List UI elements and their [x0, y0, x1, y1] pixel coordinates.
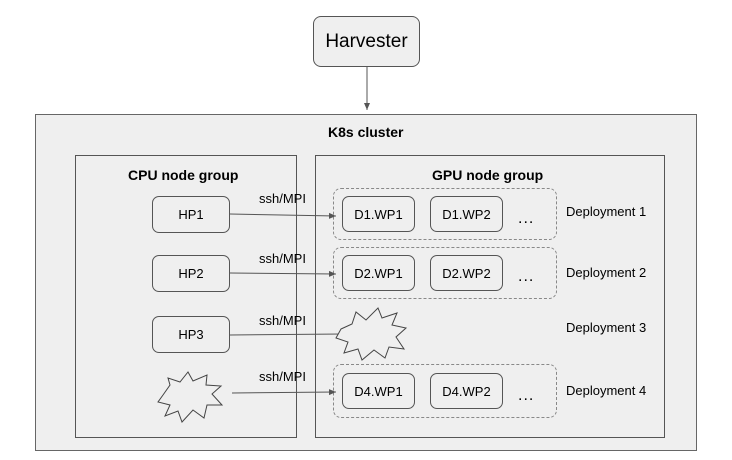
- ssh-mpi-label-4: ssh/MPI: [259, 369, 306, 384]
- ssh-mpi-connector-4: [231, 389, 337, 396]
- ssh-mpi-label-2: ssh/MPI: [259, 251, 306, 266]
- deployment-4-label: Deployment 4: [566, 383, 647, 398]
- hp-node-label: HP3: [178, 327, 204, 342]
- ssh-mpi-label-3: ssh/MPI: [259, 313, 306, 328]
- hp-node-1: HP1: [152, 196, 230, 233]
- hp-node-2: HP2: [152, 255, 230, 292]
- more-pods-ellipsis: ...: [518, 210, 535, 227]
- deployment-3-label: Deployment 3: [566, 320, 647, 335]
- cluster-title: K8s cluster: [328, 124, 404, 140]
- worker-pod-label: D4.WP1: [354, 383, 403, 399]
- crash-burst-icon: [335, 307, 408, 361]
- worker-pod-d1-wp2: D1.WP2: [430, 196, 503, 232]
- deployment-2-label: Deployment 2: [566, 265, 647, 280]
- worker-pod-label: D2.WP2: [442, 265, 491, 281]
- worker-pod-d4-wp2: D4.WP2: [430, 373, 503, 409]
- worker-pod-label: D1.WP1: [354, 206, 403, 222]
- worker-pod-d2-wp2: D2.WP2: [430, 255, 503, 291]
- worker-pod-label: D2.WP1: [354, 265, 403, 281]
- gpu-group-title: GPU node group: [432, 167, 544, 183]
- ssh-mpi-connector-3: [229, 333, 344, 336]
- more-pods-ellipsis: ...: [518, 387, 535, 404]
- more-pods-ellipsis: ...: [518, 268, 535, 285]
- worker-pod-d4-wp1: D4.WP1: [342, 373, 415, 409]
- deployment-1-label: Deployment 1: [566, 204, 647, 219]
- ssh-mpi-connector-1: [229, 212, 337, 219]
- worker-pod-d2-wp1: D2.WP1: [342, 255, 415, 291]
- worker-pod-d1-wp1: D1.WP1: [342, 196, 415, 232]
- harvester-node: Harvester: [313, 16, 420, 67]
- hp-node-3: HP3: [152, 316, 230, 353]
- crash-burst-icon: [157, 371, 224, 423]
- harvester-label: Harvester: [325, 30, 408, 52]
- cpu-group-title: CPU node group: [128, 167, 239, 183]
- hp-node-label: HP1: [178, 207, 204, 222]
- worker-pod-label: D1.WP2: [442, 206, 491, 222]
- ssh-mpi-connector-2: [229, 270, 337, 277]
- worker-pod-label: D4.WP2: [442, 383, 491, 399]
- hp-node-label: HP2: [178, 266, 204, 281]
- ssh-mpi-label-1: ssh/MPI: [259, 191, 306, 206]
